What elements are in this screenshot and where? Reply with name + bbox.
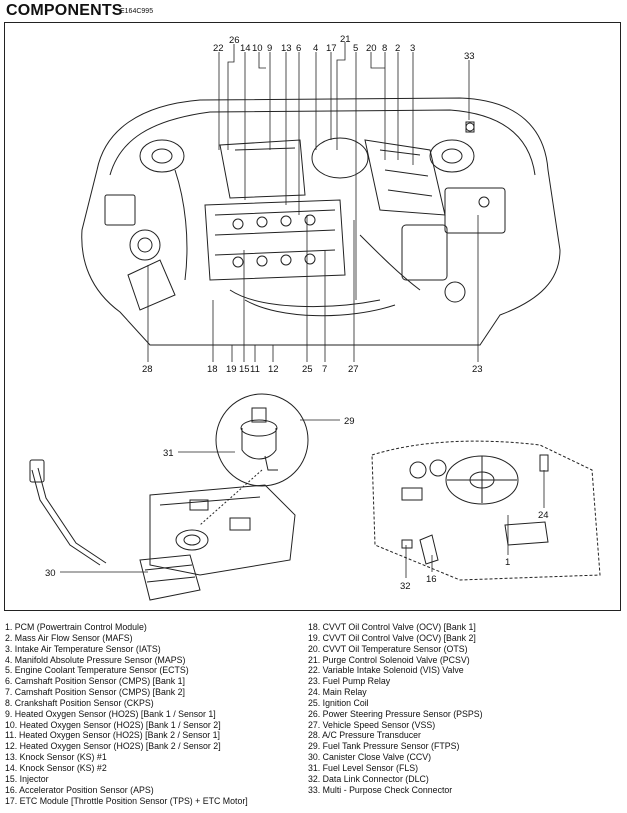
legend-item: 1. PCM (Powertrain Control Module)	[5, 622, 147, 632]
legend-item: 23. Fuel Pump Relay	[308, 676, 391, 687]
callout-label: 14	[240, 43, 251, 54]
callout-label: 12	[268, 364, 279, 375]
callout-label: 11	[250, 364, 260, 375]
legend-item: 9. Heated Oxygen Sensor (HO2S) [Bank 1 /…	[5, 708, 216, 719]
callout-label: 30	[45, 568, 56, 579]
legend-item: 14. Knock Sensor (KS) #2	[5, 762, 107, 773]
legend-item: 28. A/C Pressure Transducer	[308, 730, 421, 741]
legend-item: 27. Vehicle Speed Sensor (VSS)	[308, 719, 436, 730]
callout-label: 5	[353, 43, 358, 54]
callout-label: 10	[252, 43, 263, 54]
legend-item: 24. Main Relay	[308, 687, 367, 698]
callout-label: 8	[382, 43, 387, 54]
callout-labels: 26 22 14 10 9 13 6 4 17 21 5 20 8 2 3 33…	[45, 34, 549, 592]
callout-label: 31	[163, 448, 174, 459]
legend-item: 2. Mass Air Flow Sensor (MAFS)	[5, 632, 133, 643]
legend-item: 3. Intake Air Temperature Sensor (IATS)	[5, 643, 161, 654]
legend-item: 13. Knock Sensor (KS) #1	[5, 752, 107, 763]
legend-item: 30. Canister Close Valve (CCV)	[308, 752, 432, 763]
legend-item: 26. Power Steering Pressure Sensor (PSPS…	[308, 708, 483, 719]
diagram-frame	[4, 22, 621, 611]
page-title: COMPONENTS	[6, 2, 123, 19]
callout-label: 18	[207, 364, 218, 375]
legend-item: 19. CVVT Oil Control Valve (OCV) [Bank 2…	[308, 632, 476, 643]
legend-item: 17. ETC Module [Throttle Position Sensor…	[5, 795, 248, 806]
callout-leader-lines	[60, 42, 545, 578]
callout-label: 9	[267, 43, 272, 54]
callout-label: 25	[302, 364, 313, 375]
legend-item: 15. Injector	[5, 773, 49, 784]
callout-label: 32	[400, 581, 411, 592]
legend-item: 8. Crankshaft Position Sensor (CKPS)	[5, 697, 154, 708]
callout-label: 27	[348, 364, 359, 375]
legend-item: 10. Heated Oxygen Sensor (HO2S) [Bank 1 …	[5, 719, 221, 730]
callout-label: 2	[395, 43, 400, 54]
callout-label: 33	[464, 51, 475, 62]
engine-bay-illustration	[81, 97, 561, 346]
legend-item: 7. Camshaft Position Sensor (CMPS) [Bank…	[5, 687, 185, 698]
callout-label: 28	[142, 364, 153, 375]
callout-label: 23	[472, 364, 483, 375]
legend-item: 16. Accelerator Position Sensor (APS)	[5, 784, 154, 795]
callout-label: 24	[538, 510, 549, 521]
callout-label: 26	[229, 35, 240, 46]
callout-label: 17	[326, 43, 337, 54]
callout-label: 1	[505, 557, 510, 568]
dashboard-illustration	[371, 440, 601, 581]
legend-item: 11. Heated Oxygen Sensor (HO2S) [Bank 2 …	[5, 730, 220, 741]
legend-item: 5. Engine Coolant Temperature Sensor (EC…	[5, 665, 189, 676]
legend-item: 20. CVVT Oil Temperature Sensor (OTS)	[308, 643, 468, 654]
callout-label: 21	[340, 34, 351, 45]
callout-label: 6	[296, 43, 301, 54]
legend-item: 32. Data Link Connector (DLC)	[308, 773, 429, 784]
legend-item: 25. Ignition Coil	[308, 697, 369, 708]
callout-label: 20	[366, 43, 377, 54]
callout-label: 19	[226, 364, 237, 375]
legend-item: 21. Purge Control Solenoid Valve (PCSV)	[308, 654, 470, 665]
callout-label: 15	[239, 364, 250, 375]
legend-item: 18. CVVT Oil Control Valve (OCV) [Bank 1…	[308, 622, 476, 632]
fuel-pump-detail	[215, 393, 309, 487]
legend-item: 12. Heated Oxygen Sensor (HO2S) [Bank 2 …	[5, 741, 221, 752]
callout-label: 22	[213, 43, 224, 54]
callout-label: 7	[322, 364, 327, 375]
legend-item: 29. Fuel Tank Pressure Sensor (FTPS)	[308, 741, 460, 752]
fuel-tank-illustration	[29, 459, 296, 601]
legend-item: 31. Fuel Level Sensor (FLS)	[308, 762, 419, 773]
legend-item: 22. Variable Intake Solenoid (VIS) Valve	[308, 665, 464, 676]
legend-left-column: 1. PCM (Powertrain Control Module) 2. Ma…	[5, 622, 248, 806]
legend-right-column: 18. CVVT Oil Control Valve (OCV) [Bank 1…	[308, 622, 483, 796]
callout-label: 16	[426, 574, 437, 585]
callout-label: 29	[344, 416, 355, 427]
legend-item: 33. Multi - Purpose Check Connector	[308, 784, 453, 795]
callout-label: 3	[410, 43, 415, 54]
callout-label: 13	[281, 43, 292, 54]
callout-label: 4	[313, 43, 318, 54]
legend-item: 4. Manifold Absolute Pressure Sensor (MA…	[5, 654, 186, 665]
document-code: E164C995	[120, 8, 154, 15]
legend-item: 6. Camshaft Position Sensor (CMPS) [Bank…	[5, 676, 185, 687]
